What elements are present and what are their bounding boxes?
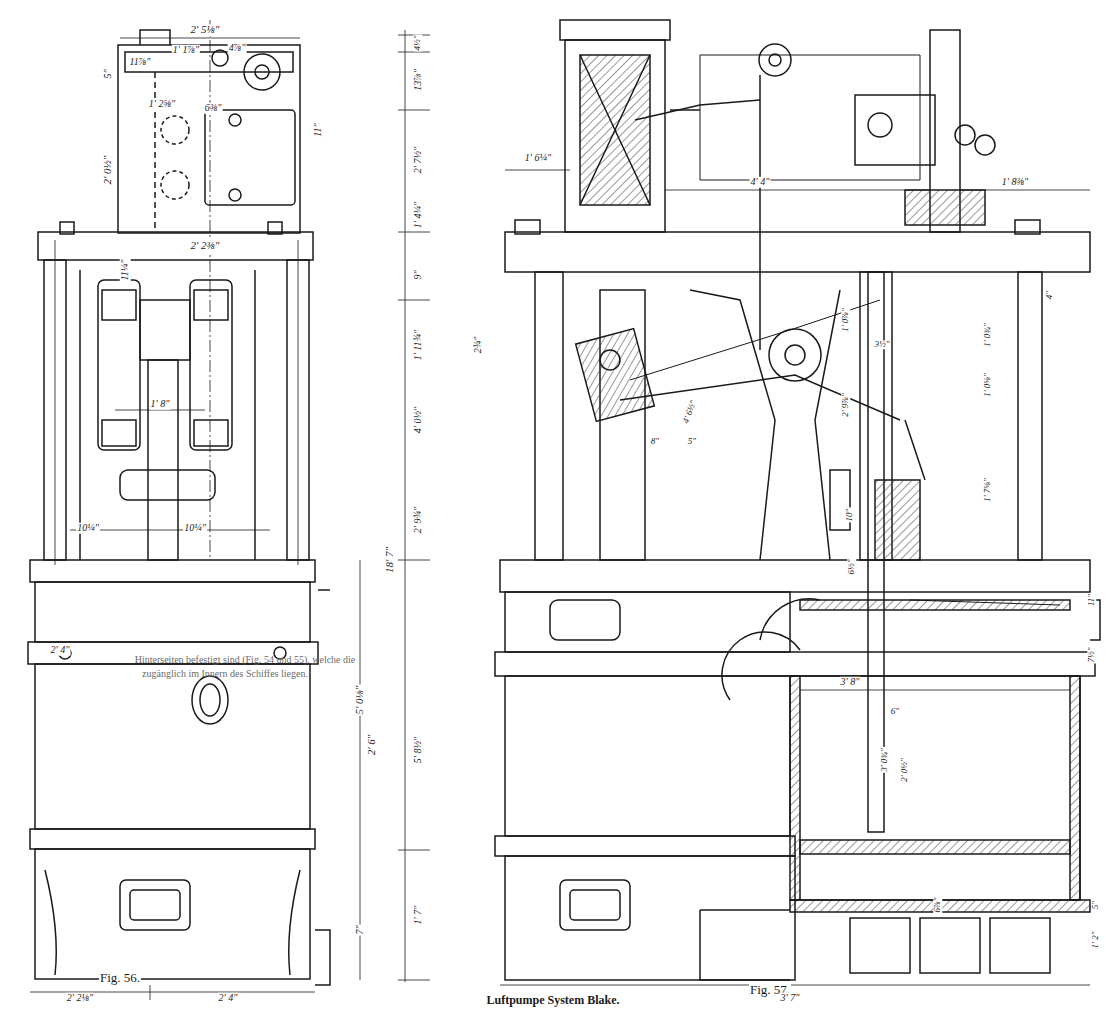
dimension: 1' 7" (413, 905, 424, 926)
dimension: 2' 4" (50, 645, 71, 656)
dimension: 5' 0⅛" (354, 685, 366, 716)
dimension: 7" (355, 924, 366, 935)
dimension: 5" (103, 68, 114, 79)
dimension: 7½" (1087, 646, 1096, 663)
dimension: 2' 9¾" (413, 506, 424, 534)
dimension: 4½" (413, 34, 422, 51)
dimension: 2' 0½" (102, 155, 114, 186)
dimension: 11" (1087, 593, 1096, 607)
dimension: 10¼" (183, 523, 207, 534)
dimension: 1' 4¼" (413, 201, 424, 229)
dimension: 11¼" (120, 259, 131, 282)
dimension: 18' 7" (384, 546, 396, 574)
dimension: 10" (845, 508, 854, 523)
dimension: 4' 6½" (681, 398, 699, 425)
dimension: 2' 5⅛" (190, 24, 221, 36)
dimension: 6½" (847, 558, 856, 575)
bleed-text: Hinterseiten befestigt sind (Fig. 54 und… (134, 655, 357, 666)
dimension: 1' 0⅝" (983, 372, 992, 398)
dimension: 13⅞" (413, 68, 424, 92)
dimension: 6⅜" (204, 103, 223, 114)
dimension: 1' 2⅝" (148, 99, 176, 110)
dimension: 3' 7" (780, 993, 801, 1004)
dimension: 3½" (873, 340, 890, 349)
dimension: 2' 2⅛" (66, 993, 94, 1004)
dimension: 6" (890, 707, 900, 716)
fig57-drawing (398, 20, 1100, 985)
dimension: 5' 8½" (413, 736, 424, 764)
dimension: 5" (687, 437, 697, 446)
dimension: 1' 1⅞" (172, 45, 200, 56)
dimension: 1' 2" (1091, 931, 1100, 950)
dimension: 2' 7½" (413, 146, 424, 174)
dimension: 4" (1045, 290, 1054, 300)
dimension: 1' 0⅞" (841, 307, 850, 333)
dimension: 2¾" (473, 336, 484, 355)
fig56-drawing (28, 20, 360, 1000)
dimension: 3' 8" (840, 677, 861, 688)
dimension: 9" (413, 269, 424, 280)
dimension: 5" (1091, 900, 1100, 910)
figure-number: Fig. 56. (99, 971, 141, 985)
dimension: 1' 8" (150, 399, 171, 410)
dimension: 2' 4" (218, 993, 239, 1004)
dimension: 2' 0½" (900, 757, 909, 783)
dimension: 4' 0½" (413, 406, 424, 434)
dimension: 1' 0¾" (983, 322, 992, 348)
bleed-text: zugänglich im Innern des Schiffes liegen… (141, 669, 309, 680)
dimension: 3' 0¾" (880, 747, 889, 773)
dimension: 4⅞" (228, 43, 247, 54)
dimension: 2' 9⅞" (841, 392, 850, 418)
dimension: 11⅞" (129, 57, 152, 68)
dimension: 11" (313, 122, 324, 137)
dimension: 1' 11¾" (413, 329, 424, 362)
dimension: 1' 6¼" (524, 153, 552, 164)
dimension: 2' 6" (366, 734, 378, 757)
dimension: 2' 2⅜" (190, 240, 221, 252)
dimension: 6⅞" (933, 896, 942, 913)
dimension: 4' 4" (750, 177, 771, 188)
dimension: 1' 7⅝" (983, 477, 992, 503)
caption: Luftpumpe System Blake. (485, 993, 620, 1006)
dimension: 8" (650, 437, 660, 446)
dimension: 1' 8⅜" (1001, 177, 1029, 188)
dimension: 10¼" (76, 523, 100, 534)
